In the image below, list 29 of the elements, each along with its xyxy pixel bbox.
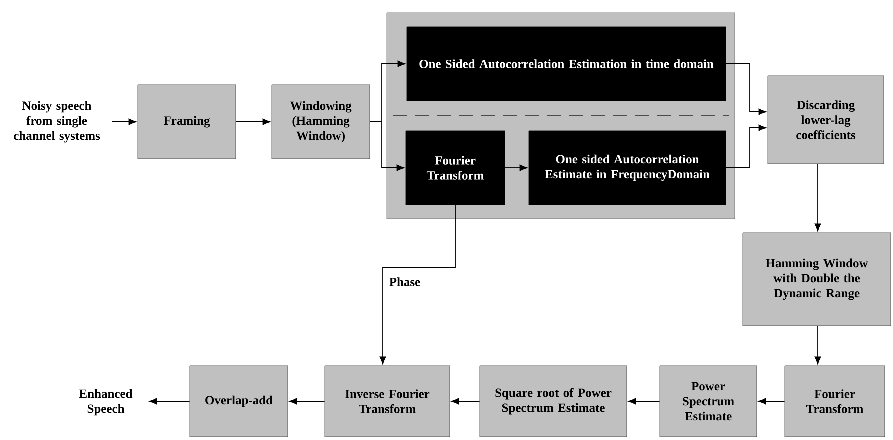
process-box: One Sided Autocorrelation Estimation in time domain — [406, 26, 726, 102]
arrow — [290, 398, 326, 405]
output-label: Enhanced Speech — [79, 389, 133, 416]
arrow — [504, 164, 528, 172]
arrow — [726, 64, 766, 116]
process-box: Framing — [138, 84, 236, 160]
edge-label: Phase — [390, 278, 420, 286]
arrow — [112, 118, 136, 126]
arrow — [628, 398, 660, 405]
input-label: Noisy speech from single channel systems — [14, 101, 100, 143]
arrow — [814, 326, 822, 364]
arrow — [150, 398, 190, 405]
process-box: Discarding lower-lag coefficients — [768, 76, 884, 164]
process-box: Fourier Transform — [784, 366, 886, 438]
arrow — [726, 124, 766, 168]
arrow — [452, 398, 480, 405]
process-box: Overlap-add — [190, 366, 288, 438]
arrow — [380, 204, 456, 364]
process-box: Square root of Power Spectrum Estimate — [480, 366, 628, 438]
arrow — [236, 118, 270, 126]
process-box: Fourier Transform — [406, 130, 506, 206]
arrow — [758, 398, 786, 405]
process-box: Power Spectrum Estimate — [660, 366, 758, 438]
arrow — [370, 122, 404, 172]
process-box: Hamming Window with Double the Dynamic Range — [742, 232, 892, 326]
process-box: Windowing (Hamming Window) — [272, 84, 370, 160]
arrow — [814, 164, 822, 232]
process-box: One sided Autocorrelation Estimate in FrequencyDomain — [528, 130, 726, 206]
process-box: Inverse Fourier Transform — [324, 366, 450, 438]
